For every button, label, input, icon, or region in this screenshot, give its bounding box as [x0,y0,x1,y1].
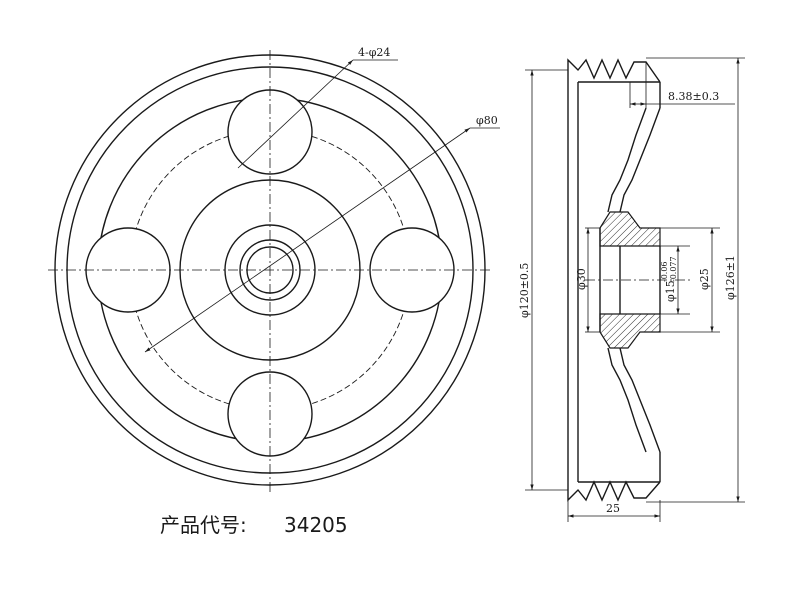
hub-section-bottom [599,313,661,349]
outer-dia-callout-text: φ120±0.5 [518,263,531,318]
pcd-callout-leader [144,127,471,353]
poly-v-groove-top [567,58,661,83]
web-profile-top-outer [619,107,661,213]
side-section-view: 8.38±0.3 φ30 φ15 -0.06 -0.077 φ25 φ120±0… [518,57,745,522]
width-callout-text: 25 [606,502,620,515]
hole-callout-text: 4-φ24 [358,46,390,59]
product-code-value: 34205 [284,513,348,537]
web-profile-bottom-outer [619,347,661,453]
web-profile-top-inner [607,107,647,213]
hub-inner-callout-text: φ25 [698,268,711,290]
bore-tol-lower-text: -0.077 [669,256,678,282]
bore-tol-upper-text: -0.06 [660,261,669,282]
poly-v-groove-bottom [567,480,661,502]
product-code: 产品代号: 34205 [160,513,348,537]
overall-dia-callout-text: φ126±1 [724,255,737,300]
pcd-callout-text: φ80 [476,114,498,127]
hub-body [599,228,661,332]
product-code-label: 产品代号: [160,513,247,537]
hub-section-top [599,211,661,247]
web-profile-bottom-inner [607,347,647,453]
bore-main-text: φ15 [664,280,677,302]
groove-callout-text: 8.38±0.3 [668,90,719,103]
front-view: 4-φ24 φ80 [48,46,500,492]
hub-outer-callout-text: φ30 [575,268,588,290]
